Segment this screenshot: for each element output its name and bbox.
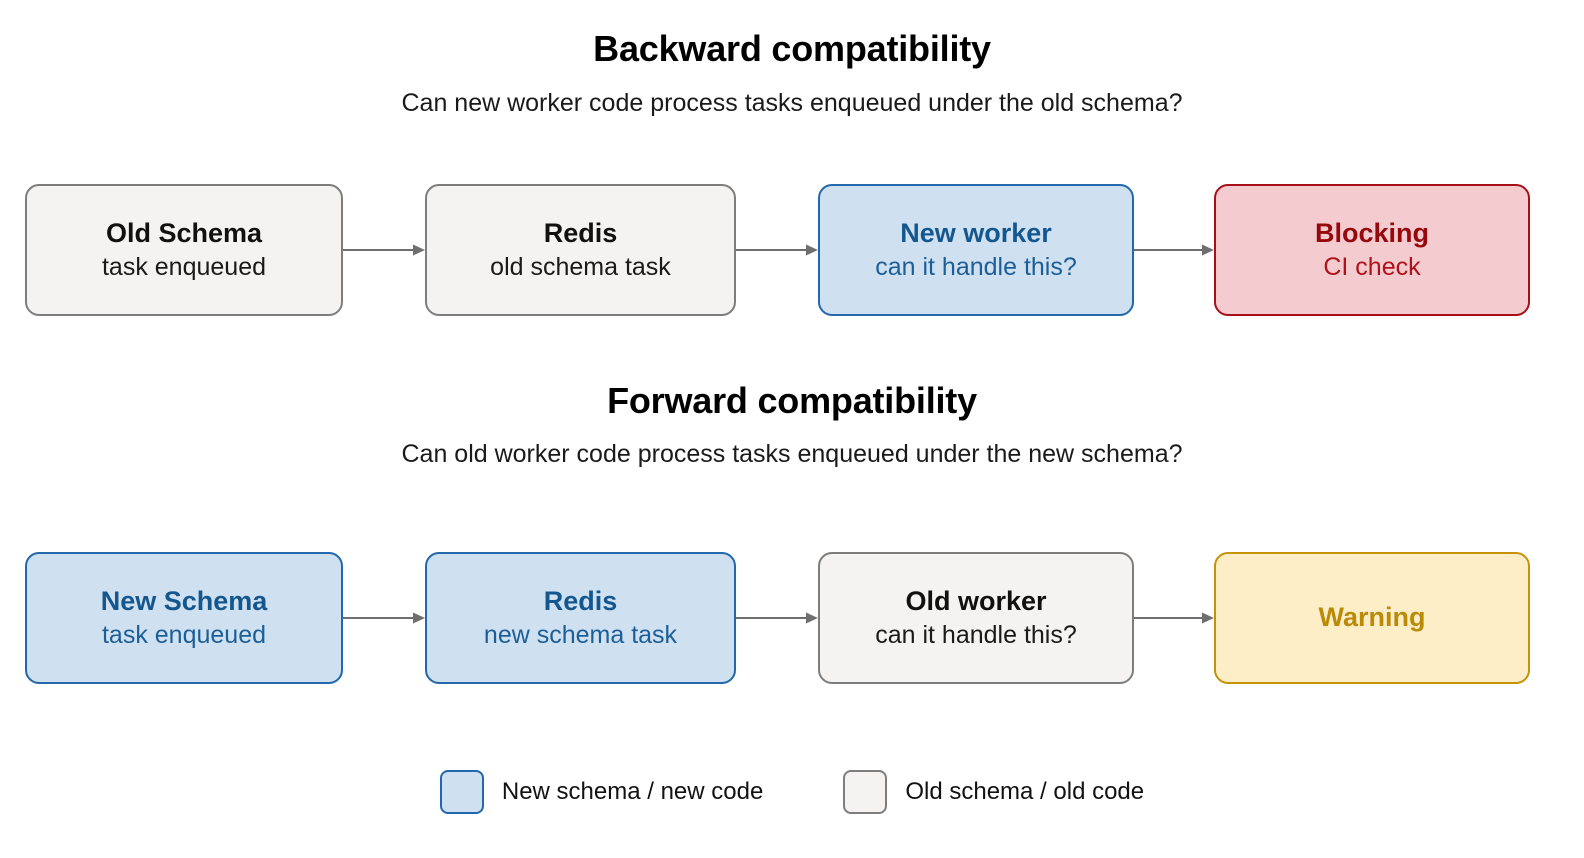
node-title: New Schema (100, 585, 268, 616)
node-subtitle: CI check (1323, 252, 1421, 281)
legend-swatch-gray-icon (843, 770, 888, 814)
node-redis-new[interactable]: Redis new schema task (425, 552, 736, 684)
legend-label-new: New schema / new code (501, 778, 764, 805)
node-redis-old[interactable]: Redis old schema task (425, 184, 736, 316)
section-subtitle-forward: Can old worker code process tasks enqueu… (401, 440, 1183, 468)
arrow-new-schema-to-redis (343, 611, 425, 625)
arrow-old-schema-to-redis (343, 243, 425, 257)
section-title-forward: Forward compatibility (607, 380, 977, 421)
arrow-redis-to-new-worker (736, 243, 818, 257)
node-title: Blocking (1314, 217, 1429, 248)
node-subtitle: can it handle this? (875, 620, 1077, 649)
section-subtitle-backward: Can new worker code process tasks enqueu… (401, 89, 1183, 117)
node-title: Redis (543, 217, 618, 248)
node-subtitle: old schema task (490, 252, 671, 281)
node-warning[interactable]: Warning (1214, 552, 1530, 684)
node-subtitle: task enqueued (101, 620, 267, 649)
legend-label-old: Old schema / old code (905, 778, 1145, 805)
node-title: Old worker (905, 585, 1047, 616)
arrow-old-worker-to-warning (1134, 611, 1214, 625)
node-old-schema[interactable]: Old Schema task enqueued (25, 184, 343, 316)
node-subtitle: can it handle this? (875, 252, 1077, 281)
legend-item-new: New schema / new code (439, 770, 764, 814)
node-blocking-ci-check[interactable]: Blocking CI check (1214, 184, 1530, 316)
node-title: New worker (900, 217, 1052, 248)
section-title-backward: Backward compatibility (593, 28, 991, 69)
node-subtitle: new schema task (483, 620, 678, 649)
node-title: Warning (1318, 602, 1426, 633)
node-title: Old Schema (105, 217, 263, 248)
node-title: Redis (543, 585, 618, 616)
flow-row-forward: New Schema task enqueued Redis new schem… (0, 552, 1584, 684)
legend-item-old: Old schema / old code (843, 770, 1144, 814)
node-subtitle: task enqueued (101, 252, 267, 281)
node-new-schema[interactable]: New Schema task enqueued (25, 552, 343, 684)
node-new-worker[interactable]: New worker can it handle this? (818, 184, 1134, 316)
legend: New schema / new code Old schema / old c… (0, 762, 1584, 822)
legend-swatch-blue-icon (439, 770, 484, 814)
arrow-redis-to-old-worker (736, 611, 818, 625)
arrow-new-worker-to-blocking (1134, 243, 1214, 257)
node-old-worker[interactable]: Old worker can it handle this? (818, 552, 1134, 684)
flow-row-backward: Old Schema task enqueued Redis old schem… (0, 184, 1584, 316)
